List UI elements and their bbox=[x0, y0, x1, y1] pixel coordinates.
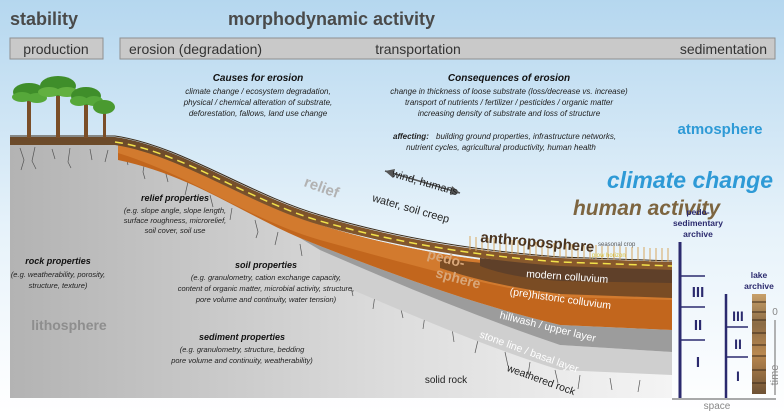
ground-surface bbox=[10, 135, 673, 262]
consequences-line: change in thickness of loose substrate (… bbox=[390, 87, 628, 96]
pedo-archive-label: archive bbox=[683, 229, 713, 239]
erosion-label: erosion (degradation) bbox=[129, 41, 262, 57]
production-box bbox=[9, 37, 104, 60]
affecting-line: nutrient cycles, agricultural productivi… bbox=[406, 143, 596, 152]
lake-archive-label: lake bbox=[751, 270, 768, 280]
relief-properties-line: soil cover, soil use bbox=[145, 226, 206, 235]
lake-phase-3: III bbox=[732, 308, 744, 324]
soil-properties-title: soil properties bbox=[235, 260, 297, 270]
soil-properties-line: pore volume and continuity, water tensio… bbox=[195, 295, 337, 304]
time-axis-label: time bbox=[769, 365, 781, 386]
sediment-properties-line: (e.g. granulometry, structure, bedding bbox=[180, 345, 305, 354]
tree-icon bbox=[93, 100, 115, 138]
lake-phase-1: I bbox=[736, 368, 740, 384]
sediment-properties-title: sediment properties bbox=[199, 332, 285, 342]
soil-properties-line: (e.g. granulometry, cation exchange capa… bbox=[191, 273, 341, 282]
space-axis-label: space bbox=[704, 401, 731, 412]
rock-properties-line: (e.g. weatherability, porosity, bbox=[11, 270, 105, 279]
modern-colluvium-label: modern colluvium bbox=[526, 268, 609, 286]
relief-properties-line: surface roughness, microrelief, bbox=[124, 216, 227, 225]
human-activity-label: human activity bbox=[573, 197, 721, 220]
consequences-line: transport of nutrients / fertilizer / pe… bbox=[405, 98, 613, 107]
lake-varves bbox=[752, 301, 766, 384]
causes-line: climate change / ecosystem degradation, bbox=[185, 87, 330, 96]
morphodynamic-heading: morphodynamic activity bbox=[228, 9, 435, 29]
lake-phase-2: II bbox=[734, 336, 742, 352]
lithosphere-label: lithosphere bbox=[31, 317, 107, 333]
transportation-label: transportation bbox=[375, 41, 461, 57]
time-zero-label: 0 bbox=[772, 307, 778, 318]
causes-title: Causes for erosion bbox=[213, 73, 304, 84]
seasonal-crop bbox=[469, 236, 669, 262]
solid-rock-label: solid rock bbox=[425, 375, 468, 386]
pedo-archive-label: sedimentary bbox=[673, 218, 723, 228]
stability-heading: stability bbox=[10, 9, 78, 29]
sediment-properties-line: pore volume and continuity, weatherabili… bbox=[170, 356, 313, 365]
seasonal-crop-label: seasonal crop bbox=[598, 242, 636, 248]
consequences-line: increasing density of substrate and loss… bbox=[418, 109, 601, 118]
erosion-process-bar bbox=[119, 37, 776, 60]
tree-icon bbox=[12, 83, 47, 138]
stone-line-layer bbox=[300, 238, 672, 352]
plow-horizon-label: plow horizon bbox=[592, 253, 626, 259]
tree-icons bbox=[12, 76, 115, 138]
rock-properties-title: rock properties bbox=[25, 256, 91, 266]
weathered-rock-layer bbox=[320, 250, 672, 375]
relief-properties-title: relief properties bbox=[141, 193, 209, 203]
pedo-phase-3: III bbox=[692, 284, 705, 301]
affecting-label: affecting: bbox=[393, 132, 429, 141]
soil-properties-line: content of organic matter, microbial act… bbox=[178, 284, 355, 293]
pedo-phase-2: II bbox=[694, 317, 702, 334]
lake-archive-label: archive bbox=[744, 281, 774, 291]
plow-horizon-line bbox=[114, 141, 673, 267]
rock-properties-line: structure, texture) bbox=[29, 281, 88, 290]
pedo-phase-1: I bbox=[696, 354, 700, 371]
modern-colluvium-layer bbox=[480, 258, 672, 283]
causes-line: deforestation, fallows, land use change bbox=[189, 109, 328, 118]
lake-core bbox=[752, 294, 766, 394]
sedimentation-label: sedimentation bbox=[680, 41, 767, 57]
atmosphere-label: atmosphere bbox=[677, 121, 762, 138]
consequences-title: Consequences of erosion bbox=[448, 73, 570, 84]
relief-properties-line: (e.g. slope angle, slope length, bbox=[124, 206, 226, 215]
affecting-line: building ground properties, infrastructu… bbox=[436, 132, 616, 141]
pedo-archive-label: pedo- bbox=[686, 207, 709, 217]
climate-change-label: climate change bbox=[607, 167, 773, 193]
process-arrows bbox=[384, 169, 461, 195]
causes-line: physical / chemical alteration of substr… bbox=[183, 98, 333, 107]
production-label: production bbox=[23, 41, 88, 57]
